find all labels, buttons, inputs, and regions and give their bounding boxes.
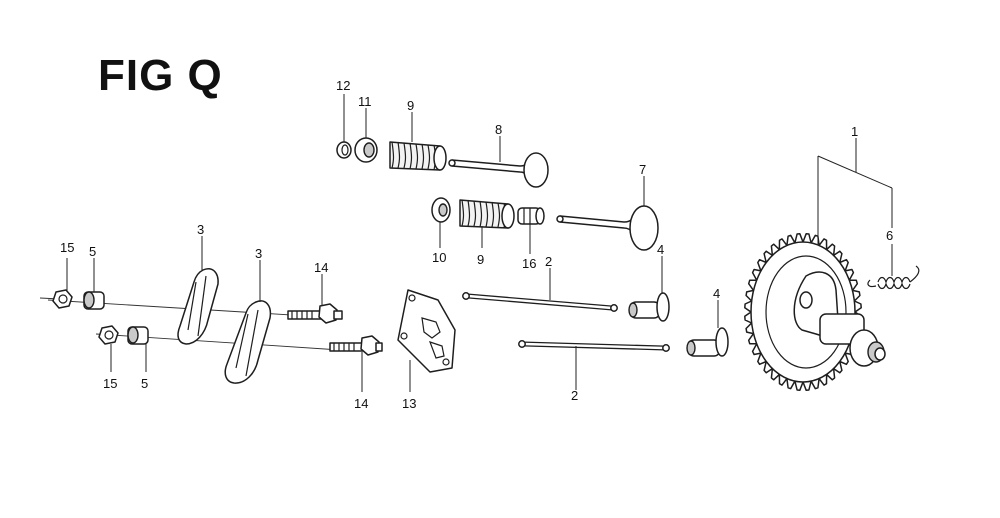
push-rod-2-lower bbox=[518, 340, 670, 352]
callout-2-lower: 2 bbox=[571, 388, 578, 403]
callout-9-lower: 9 bbox=[477, 252, 484, 267]
callout-14-lower: 14 bbox=[354, 396, 368, 411]
callout-13: 13 bbox=[402, 396, 416, 411]
push-rod-2-upper bbox=[462, 292, 618, 312]
callout-11: 11 bbox=[358, 94, 372, 109]
callout-16: 16 bbox=[522, 256, 536, 271]
callout-1: 1 bbox=[851, 124, 858, 139]
rocker-arm-3-upper bbox=[177, 268, 219, 345]
valve-spring-9-upper bbox=[389, 141, 447, 171]
valve-spring-9-lower bbox=[459, 199, 515, 229]
callout-6: 6 bbox=[886, 228, 893, 243]
spring-6 bbox=[867, 265, 920, 290]
callout-15-lower: 15 bbox=[103, 376, 117, 391]
nut-15-upper bbox=[52, 289, 73, 309]
valve-7 bbox=[556, 205, 659, 251]
callout-4-upper: 4 bbox=[657, 242, 664, 257]
valve-8 bbox=[448, 152, 549, 188]
valve-lifter-4-upper bbox=[628, 292, 670, 322]
callout-15-upper: 15 bbox=[60, 240, 74, 255]
guide-plate-13 bbox=[397, 289, 456, 373]
rocker-arm-3-lower bbox=[224, 300, 272, 384]
nut-15-lower bbox=[98, 325, 119, 345]
callout-12: 12 bbox=[336, 78, 350, 93]
camshaft-gear-1 bbox=[744, 232, 886, 392]
spring-retainer-11 bbox=[354, 137, 378, 163]
valve-lifter-4-lower bbox=[686, 327, 729, 357]
callout-3-upper: 3 bbox=[197, 222, 204, 237]
spring-retainer-10 bbox=[431, 197, 451, 223]
callout-2-upper: 2 bbox=[545, 254, 552, 269]
pivot-5-lower bbox=[127, 326, 149, 345]
leader-lines bbox=[66, 94, 893, 392]
callout-5-lower: 5 bbox=[141, 376, 148, 391]
callout-7: 7 bbox=[639, 162, 646, 177]
valve-stem-seal-16 bbox=[517, 207, 545, 225]
callout-8: 8 bbox=[495, 122, 502, 137]
callout-3-lower: 3 bbox=[255, 246, 262, 261]
pivot-bolt-14-upper bbox=[287, 303, 343, 324]
callout-9-upper: 9 bbox=[407, 98, 414, 113]
pivot-bolt-14-lower bbox=[329, 335, 383, 356]
callout-numbers: 1 2 2 3 3 4 4 5 5 6 7 8 9 9 10 11 12 13 … bbox=[60, 78, 893, 411]
callout-5-upper: 5 bbox=[89, 244, 96, 259]
pivot-5-upper bbox=[83, 291, 105, 310]
figure-title: FIG Q bbox=[98, 51, 223, 100]
callout-10: 10 bbox=[432, 250, 446, 265]
valve-cotter-12 bbox=[336, 141, 352, 159]
callout-14-upper: 14 bbox=[314, 260, 328, 275]
callout-4-lower: 4 bbox=[713, 286, 720, 301]
